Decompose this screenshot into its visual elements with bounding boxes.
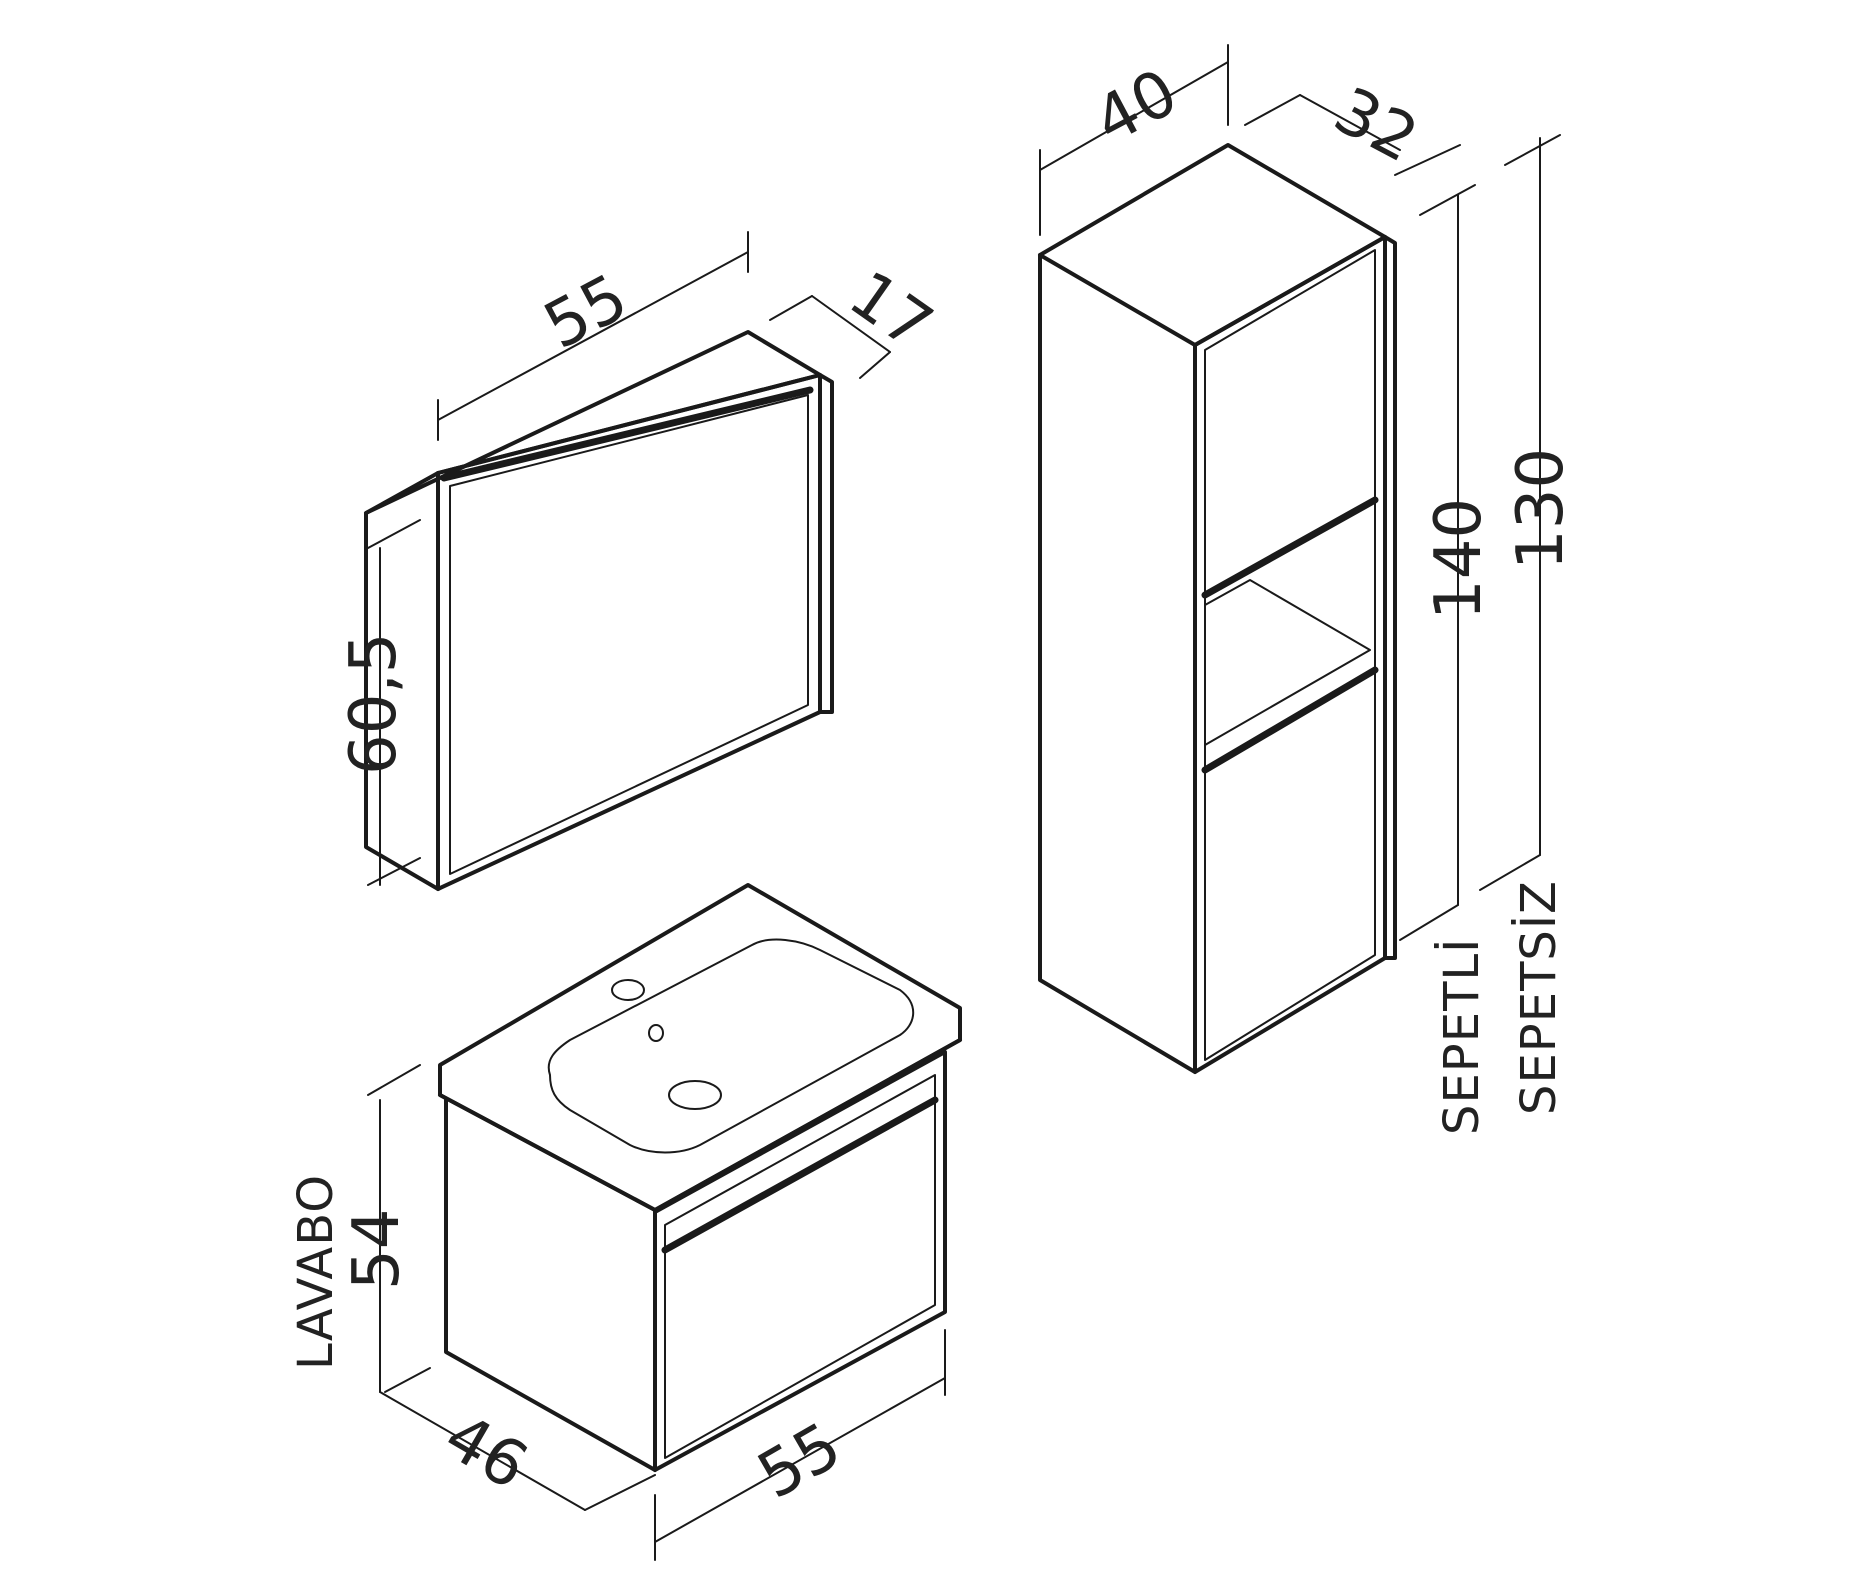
vanity-width-label: 55 [746, 1409, 854, 1514]
tall-nobasket-note: SEPETSİZ [1511, 880, 1567, 1115]
tall-depth-label: 32 [1322, 74, 1429, 178]
vanity-unit [367, 883, 962, 1561]
mirror-width-label: 55 [533, 261, 640, 365]
vanity-label: LAVABO [288, 1174, 344, 1370]
tall-basket-note: SEPETLİ [1434, 938, 1490, 1135]
tall-height-nobasket-label: 130 [1504, 448, 1578, 570]
tall-width-label: 40 [1083, 56, 1190, 160]
mirror-depth-label: 17 [836, 257, 945, 364]
vanity-depth-label: 46 [432, 1400, 540, 1505]
mirror-cabinet [364, 231, 891, 891]
mirror-height-label: 60,5 [337, 633, 411, 776]
tall-height-basket-label: 140 [1422, 498, 1496, 620]
vanity-height-label: 54 [340, 1209, 414, 1290]
tall-cabinet [1038, 44, 1561, 1074]
